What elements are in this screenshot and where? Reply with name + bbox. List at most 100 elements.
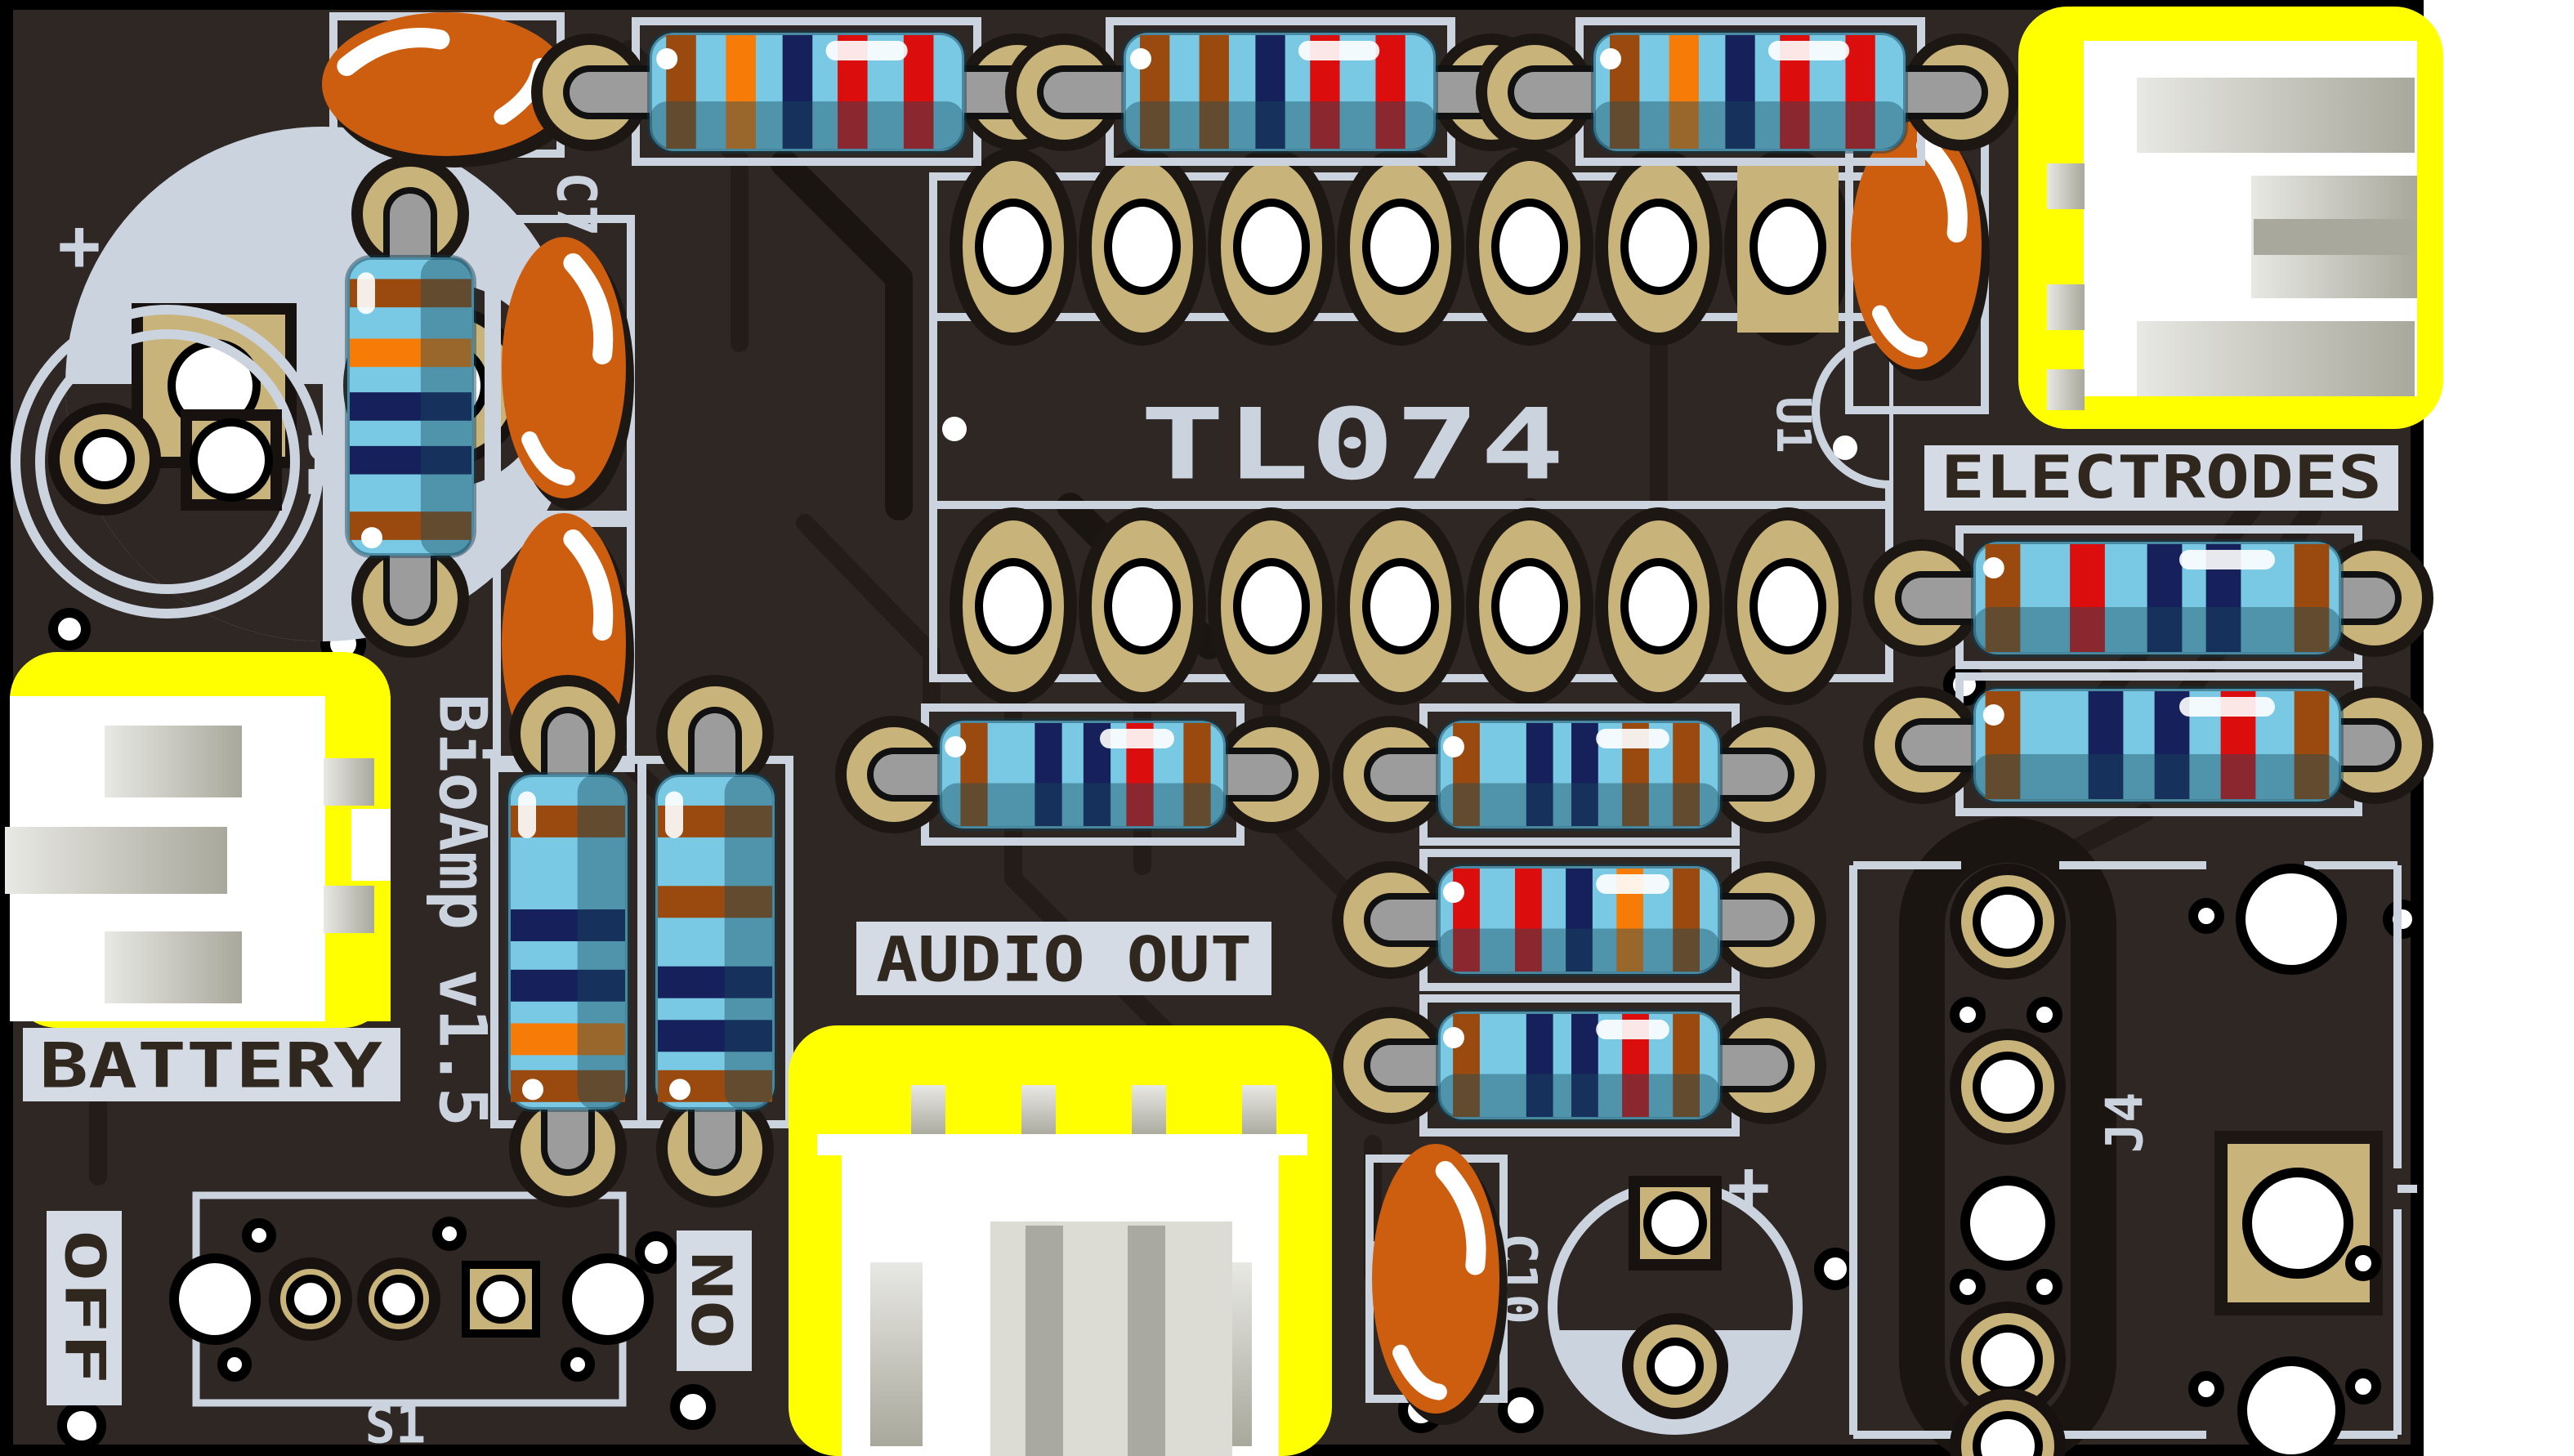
drill-hole <box>217 1347 252 1382</box>
pad-hole <box>1620 558 1697 654</box>
capacitor-bottom <box>1365 1144 1508 1425</box>
pad-hole <box>1362 558 1439 654</box>
body-glint <box>361 527 382 549</box>
label-battery-band <box>23 1028 400 1101</box>
resistor-vert-2 <box>490 675 646 1208</box>
fiducial-dot <box>942 417 967 441</box>
drill-hole <box>169 1253 261 1345</box>
capacitor-electrolytic-c10 <box>1548 1176 1803 1435</box>
board-title: BioAmp v1.5 <box>425 694 501 1127</box>
connector-contact <box>105 931 242 1003</box>
body-shading <box>577 775 626 1110</box>
color-band-brown <box>1199 35 1229 149</box>
body-highlight <box>825 41 908 60</box>
drill-hole <box>57 1401 106 1450</box>
color-band-navy <box>1255 35 1285 149</box>
drill-hole <box>2383 900 2422 939</box>
pad-hole <box>1647 1338 1704 1395</box>
color-band-navy <box>2088 691 2124 799</box>
resistor-mid-4 <box>1332 994 1826 1137</box>
color-band-orange <box>350 338 471 368</box>
color-band-navy <box>511 909 625 941</box>
pad-hole <box>476 1275 525 1324</box>
connector-pin <box>911 1085 945 1137</box>
drill-hole <box>1950 997 1986 1033</box>
drill-hole <box>2345 1369 2381 1405</box>
color-band-navy <box>1526 1014 1553 1117</box>
label-off: OFF <box>52 1230 117 1385</box>
ic-value: TL074 <box>1140 389 1565 502</box>
copper-trace <box>771 150 913 520</box>
body-shading <box>1438 928 1720 972</box>
drill-hole <box>2188 1371 2224 1407</box>
drill-hole <box>635 1231 677 1274</box>
cap-highlight-small <box>1392 1344 1447 1400</box>
pad-hole <box>975 199 1052 295</box>
cap-highlight-small <box>521 431 575 486</box>
color-band-brown <box>1673 869 1700 971</box>
connector-electrodes <box>2018 7 2443 429</box>
drill-hole <box>1498 1387 1544 1433</box>
color-band-navy <box>2147 544 2183 652</box>
resistor-mid-2 <box>1332 703 1826 846</box>
pad-hole <box>286 1275 335 1324</box>
pad-hole <box>975 558 1052 654</box>
drill-hole <box>48 608 91 650</box>
body-shading <box>1593 101 1906 150</box>
cap-highlight <box>1916 136 1968 243</box>
pad-hole <box>374 1275 423 1324</box>
fiducial-dot <box>1833 435 1857 460</box>
color-band-navy <box>658 1020 772 1052</box>
drill-hole <box>432 1217 467 1251</box>
connector-audio-out <box>789 1025 1332 1456</box>
body-glint <box>1442 882 1464 903</box>
color-band-navy <box>1571 723 1598 826</box>
diode-d1-footprint <box>11 305 324 619</box>
color-band-red <box>1515 869 1542 971</box>
cap-highlight <box>337 28 450 76</box>
resistor-mid-1 <box>835 703 1330 846</box>
body-highlight <box>1767 41 1850 60</box>
body-highlight <box>357 272 375 315</box>
diode-outline-inner <box>35 329 300 594</box>
color-band-red <box>903 35 934 149</box>
pad-hole <box>190 418 273 502</box>
resistor-right-2 <box>1863 672 2433 816</box>
cap-highlight <box>563 529 614 641</box>
pad-hole <box>1973 1324 2043 1395</box>
color-band-navy <box>1571 1014 1598 1117</box>
diode-outline-outer <box>11 305 324 619</box>
connector-blade-slot <box>2254 219 2417 255</box>
color-band-orange <box>511 1023 625 1056</box>
pad-hole <box>1750 558 1826 654</box>
connector-slot-bar <box>1026 1226 1063 1456</box>
pad-hole <box>1233 558 1310 654</box>
label-on-band <box>677 1230 752 1371</box>
color-band-orange <box>726 35 756 149</box>
body-glint <box>1442 1027 1464 1048</box>
body-highlight <box>518 791 536 838</box>
body-shading <box>1973 754 2341 800</box>
color-band-navy <box>350 392 471 421</box>
pad-hole <box>1491 199 1568 295</box>
resistor-top-3 <box>1476 17 2020 166</box>
color-band-red <box>2070 544 2105 652</box>
pad-hole <box>2242 1168 2353 1279</box>
drill-hole <box>1960 1176 2055 1271</box>
connector-nub <box>2047 284 2085 330</box>
ref-u1: U1 <box>1766 396 1821 453</box>
capacitor-c6 <box>322 12 579 167</box>
drill-hole <box>2237 1356 2345 1456</box>
body-glint <box>1130 48 1152 69</box>
resistor-right-1 <box>1863 525 2433 669</box>
cap-body <box>1372 1144 1499 1414</box>
body-shading <box>420 257 471 556</box>
connector-pin <box>1132 1085 1166 1137</box>
header-j4-footprint <box>1849 861 2417 1456</box>
resistor-top-1 <box>531 17 1076 166</box>
ref-j4: J4 <box>2095 1092 2155 1154</box>
drill-hole <box>670 1384 716 1430</box>
cap-highlight <box>563 253 614 364</box>
label-battery: BATTERY <box>39 1029 382 1102</box>
